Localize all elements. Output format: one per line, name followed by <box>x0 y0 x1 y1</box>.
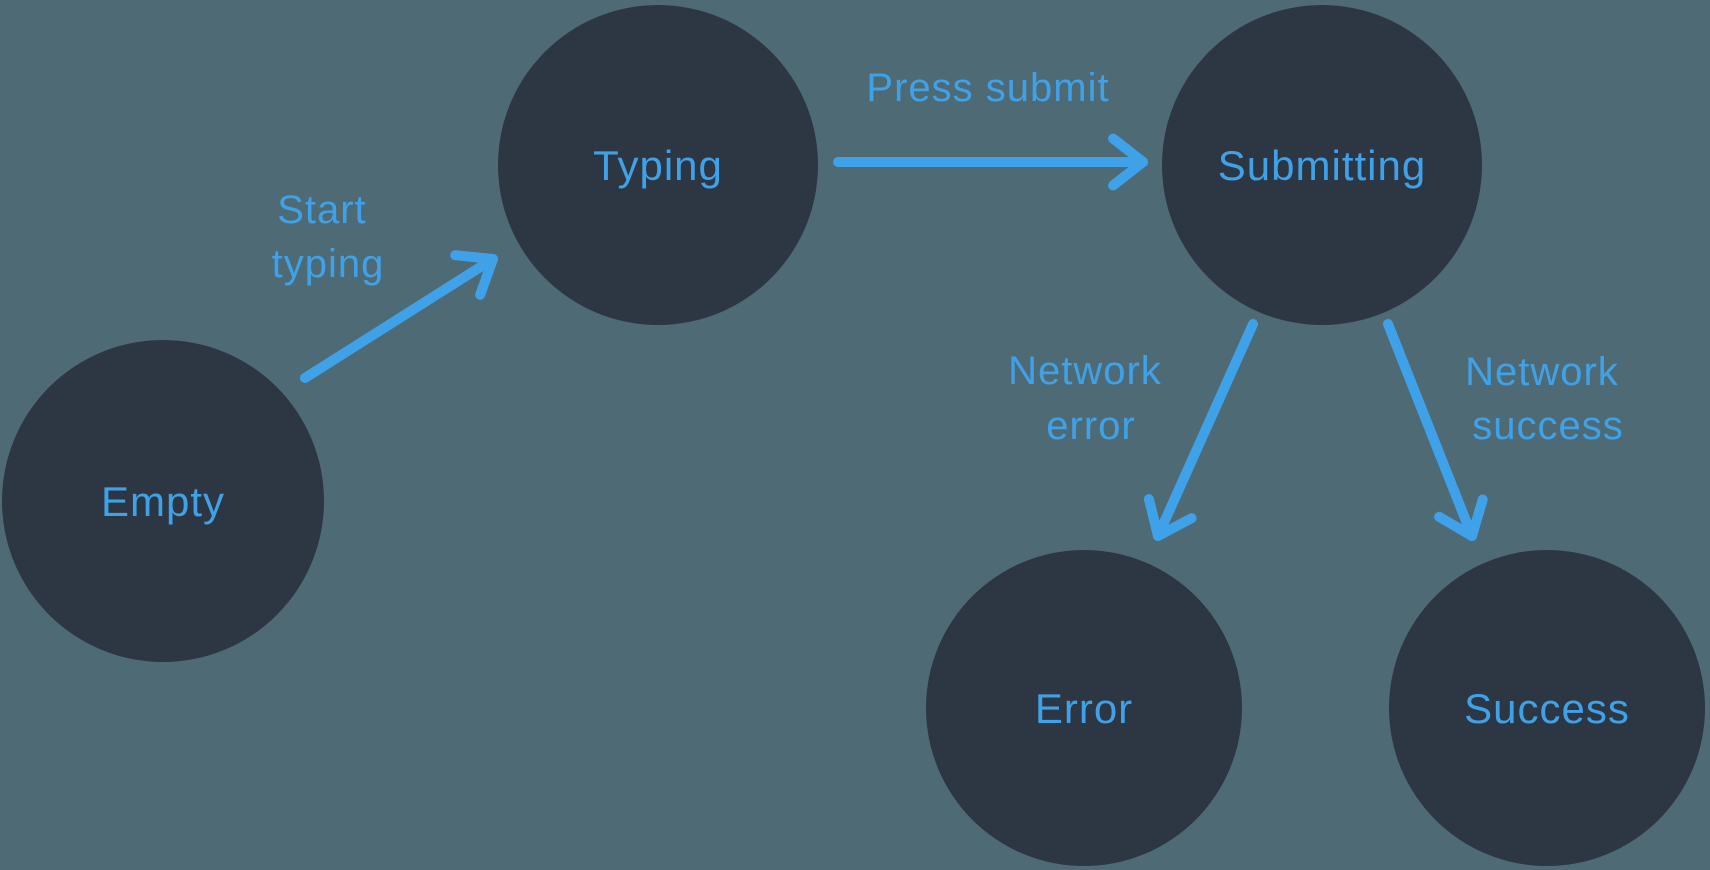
transition-label-line: typing <box>272 242 385 286</box>
transition-network-error: Network error <box>1008 319 1258 541</box>
transition-label-line: Network <box>1008 349 1162 393</box>
arrow-head-icon <box>1108 133 1148 191</box>
transition-label-line: Network <box>1465 350 1619 394</box>
state-circle-success <box>1389 550 1705 866</box>
transition-label-line: Start <box>277 188 366 232</box>
transition-label-network-success: Network success <box>1465 350 1631 448</box>
transition-label-start-typing: Start typing <box>272 188 385 286</box>
state-label-error: Error <box>1035 685 1133 732</box>
transition-network-success: Network success <box>1383 319 1631 541</box>
state-circle-error <box>926 550 1242 866</box>
transition-start-typing: Start typing <box>272 188 498 383</box>
transition-label-press-submit: Press submit <box>866 66 1109 110</box>
transition-label-line: success <box>1472 404 1624 448</box>
arrow-head-icon <box>1434 494 1488 541</box>
arrow-head-icon <box>1143 494 1197 541</box>
state-typing: Typing <box>498 5 818 325</box>
arrow-shaft <box>300 254 498 383</box>
state-success: Success <box>1389 550 1705 866</box>
state-label-success: Success <box>1464 685 1630 732</box>
state-label-submitting: Submitting <box>1218 142 1426 189</box>
state-circle-typing <box>498 5 818 325</box>
state-label-typing: Typing <box>593 142 723 189</box>
state-submitting: Submitting <box>1162 5 1482 325</box>
state-circle-empty <box>2 340 324 662</box>
transition-label-line: error <box>1046 404 1135 448</box>
arrow-head-icon <box>450 250 498 300</box>
state-error: Error <box>926 550 1242 866</box>
transition-label-network-error: Network error <box>1008 349 1174 448</box>
state-circle-submitting <box>1162 5 1482 325</box>
state-empty: Empty <box>2 340 324 662</box>
state-label-empty: Empty <box>101 478 225 525</box>
arrow-shaft <box>1153 319 1258 541</box>
transition-press-submit: Press submit <box>833 66 1148 191</box>
arrow-shaft <box>1383 319 1477 541</box>
